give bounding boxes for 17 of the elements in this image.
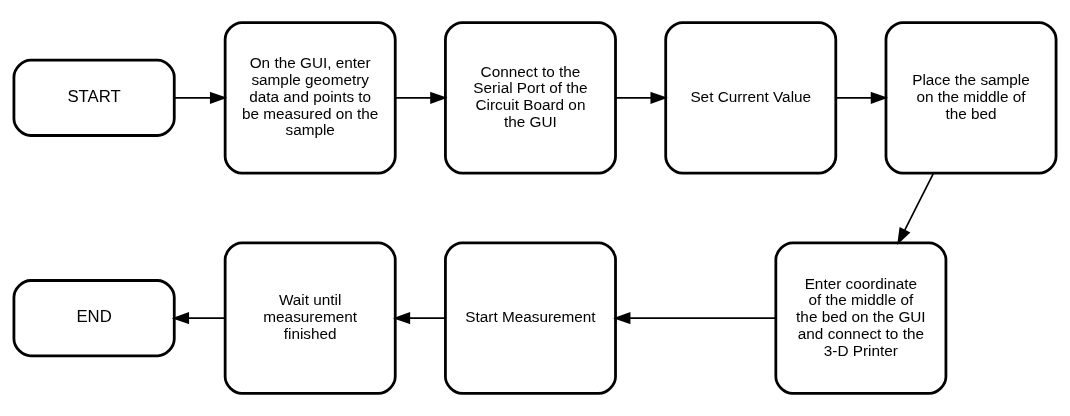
node-box: On the GUI, enter sample geometry data and points to be measured on the sample xyxy=(223,21,397,175)
arrow xyxy=(614,91,668,104)
node-box: Connect to the Serial Port of the Circuit Board on the GUI xyxy=(444,21,617,175)
arrow xyxy=(613,312,777,325)
arrow xyxy=(173,91,228,104)
arrow xyxy=(394,91,448,104)
arrow xyxy=(171,312,226,325)
node-box: START xyxy=(12,58,176,137)
node-box: Wait until measurement finished xyxy=(223,241,397,395)
node-box: Enter coordinate of the middle of the bed on the GUI and connect to the 3-D Printer xyxy=(774,241,948,395)
node-box: Place the sample on the middle of the bed xyxy=(884,21,1058,175)
arrow xyxy=(897,172,935,246)
node-box: END xyxy=(12,279,176,358)
arrow xyxy=(392,312,446,325)
node-box: Start Measurement xyxy=(444,241,617,395)
arrow xyxy=(835,91,889,104)
node-box: Set Current Value xyxy=(664,21,838,175)
